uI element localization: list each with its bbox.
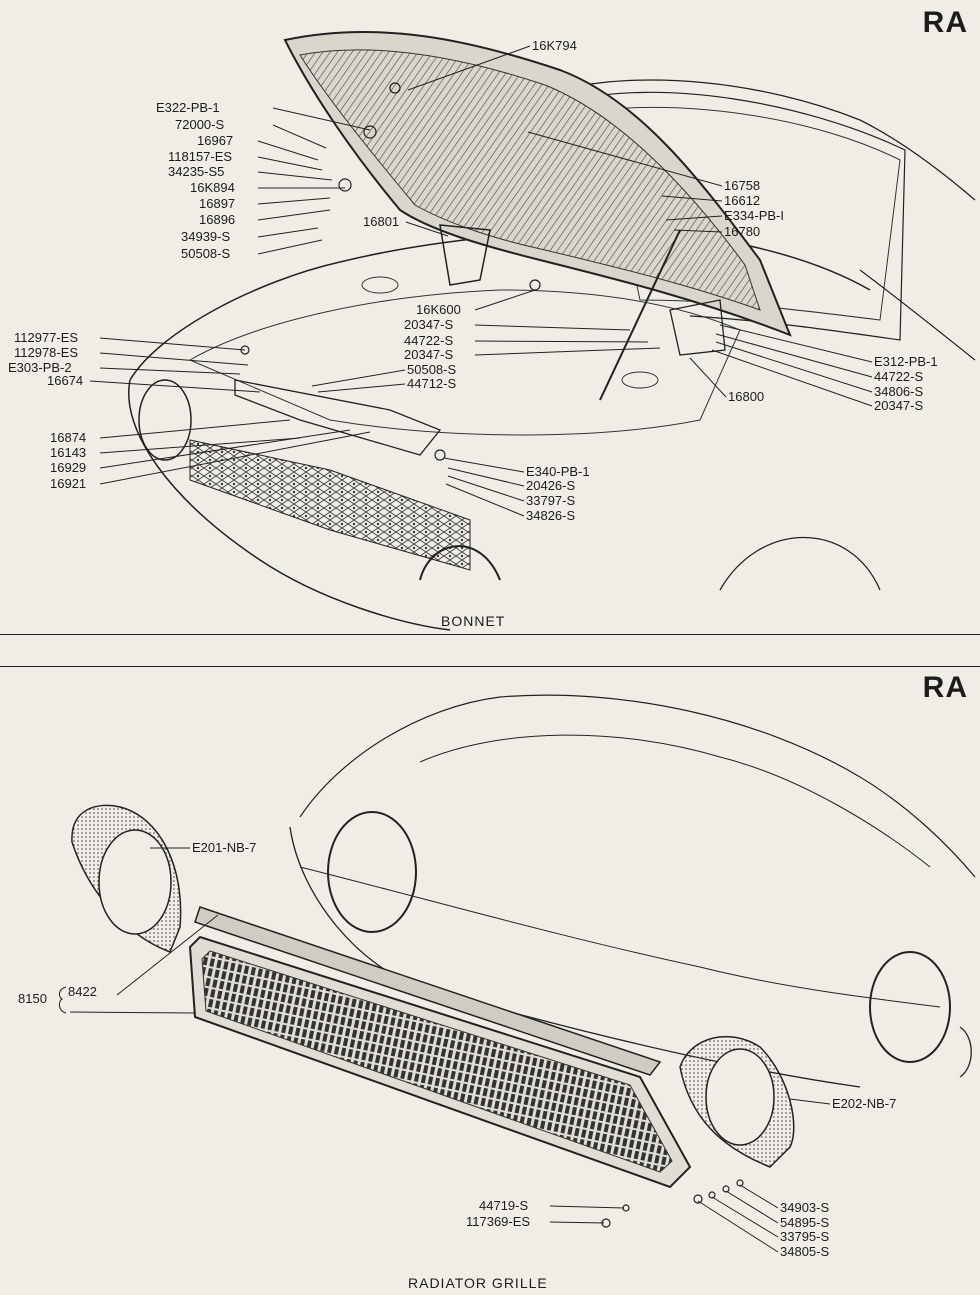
part-label: 16800 xyxy=(728,389,765,404)
part-label: 33797-S xyxy=(526,493,576,508)
part-label: 16897 xyxy=(199,196,236,211)
part-label: 50508-S xyxy=(407,362,457,377)
part-label: 112977-ES xyxy=(14,330,79,345)
part-label: 16K894 xyxy=(190,180,235,195)
diagram-caption: BONNET xyxy=(441,613,506,629)
part-label: 8150 xyxy=(18,991,47,1006)
part-label: 16674 xyxy=(47,373,84,388)
part-label: 16143 xyxy=(50,445,87,460)
part-label: 44722-S xyxy=(874,369,924,384)
bonnet-panel: RA BONNET 16K794 E322-PB-1 72000-S 16967… xyxy=(0,0,980,635)
part-label: E334-PB-I xyxy=(724,208,784,223)
radiator-grille-drawing xyxy=(58,694,976,1253)
part-label: E322-PB-1 xyxy=(156,100,220,115)
diagram-caption: RADIATOR GRILLE xyxy=(408,1275,548,1291)
part-label: E202-NB-7 xyxy=(832,1096,897,1111)
part-label: 44722-S xyxy=(404,333,454,348)
part-label: 54895-S xyxy=(780,1215,830,1230)
part-label: 34806-S xyxy=(874,384,924,399)
part-label: 34235-S5 xyxy=(168,164,225,179)
part-label: 16612 xyxy=(724,193,761,208)
part-label: 72000-S xyxy=(175,117,225,132)
part-label: 16896 xyxy=(199,212,236,227)
part-label: 20347-S xyxy=(874,398,924,413)
part-label: E303-PB-2 xyxy=(8,360,72,375)
part-label: 16K794 xyxy=(532,38,577,53)
part-label: 8422 xyxy=(68,984,97,999)
part-label: 112978-ES xyxy=(14,345,79,360)
part-label: 20347-S xyxy=(404,317,454,332)
part-label: 16801 xyxy=(363,214,400,229)
part-label: 20426-S xyxy=(526,478,576,493)
part-label: 117369-ES xyxy=(466,1214,531,1229)
part-label: 16780 xyxy=(724,224,761,239)
part-label: 16758 xyxy=(724,178,761,193)
part-label: E201-NB-7 xyxy=(192,840,257,855)
part-label: 34805-S xyxy=(780,1244,830,1259)
part-label: 50508-S xyxy=(181,246,231,261)
part-label: 34903-S xyxy=(780,1200,830,1215)
radiator-grille-panel: RA RADIATOR GRILLE E201-NB-7 8150 8422 E… xyxy=(0,666,980,1295)
bonnet-drawing xyxy=(89,30,976,631)
part-label: 118157-ES xyxy=(168,149,233,164)
part-label: 33795-S xyxy=(780,1229,830,1244)
section-code: RA xyxy=(922,6,968,39)
part-label: 34826-S xyxy=(526,508,576,523)
part-label: 20347-S xyxy=(404,347,454,362)
part-label: 44719-S xyxy=(479,1198,529,1213)
section-code: RA xyxy=(922,671,968,704)
part-label: 16929 xyxy=(50,460,87,475)
part-label: 16874 xyxy=(50,430,87,445)
part-label: 16K600 xyxy=(416,302,461,317)
part-label: E340-PB-1 xyxy=(526,464,590,479)
part-label: E312-PB-1 xyxy=(874,354,938,369)
part-label: 16967 xyxy=(197,133,234,148)
part-label: 44712-S xyxy=(407,376,457,391)
part-label: 16921 xyxy=(50,476,87,491)
part-label: 34939-S xyxy=(181,229,231,244)
